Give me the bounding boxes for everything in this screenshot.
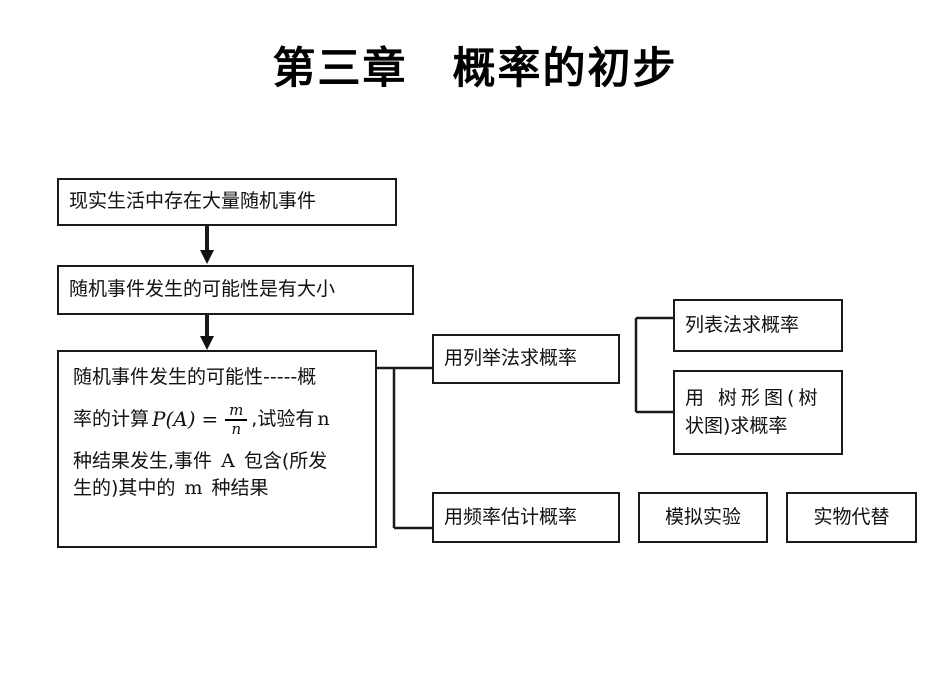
formula-numerator: m <box>229 400 244 419</box>
node-tree-diagram-method[interactable]: 用 树形图(树 状图)求概率 <box>673 370 843 455</box>
formula-equals: = <box>201 407 219 432</box>
arrowhead-1 <box>200 250 214 264</box>
node-label: 随机事件发生的可能性是有大小 <box>69 278 336 301</box>
fraction-bar <box>225 418 248 421</box>
node-simulation-experiment[interactable]: 模拟实验 <box>638 492 768 543</box>
node-table-method[interactable]: 列表法求概率 <box>673 299 843 352</box>
formula-m: m <box>184 477 203 500</box>
node-label-line-2: 状图)求概率 <box>685 414 788 437</box>
node-physical-substitute[interactable]: 实物代替 <box>786 492 917 543</box>
formula-event-a: A <box>221 449 235 472</box>
formula-line-1: 随机事件发生的可能性-----概 <box>73 366 317 388</box>
node-label-multiline: 用 树形图(树 状图)求概率 <box>685 385 831 440</box>
node-label: 模拟实验 <box>664 505 741 528</box>
formula-suffix: ,试验有 <box>251 407 315 430</box>
node-label-line-1: 用 树形图(树 <box>685 386 822 409</box>
node-frequency-estimation[interactable]: 用频率估计概率 <box>432 492 620 543</box>
formula-denominator: n <box>231 419 242 438</box>
formula-line3-prefix: 种结果发生,事件 <box>73 449 213 472</box>
page-title: 第三章 概率的初步 <box>272 44 678 94</box>
formula-line-4: 生的)其中的 m 种结果 <box>73 475 363 503</box>
arrowhead-2 <box>200 336 214 350</box>
formula-n: n <box>317 407 330 430</box>
formula-line-3: 种结果发生,事件 A 包含(所发 <box>73 448 363 476</box>
node-label: 实物代替 <box>813 505 890 528</box>
node-label: 列表法求概率 <box>685 313 800 336</box>
node-label: 用列举法求概率 <box>444 347 578 370</box>
formula-line-2: 率的计算 P(A) = m n ,试验有 n <box>73 402 363 438</box>
formula-prefix: 率的计算 <box>73 407 150 430</box>
formula-fraction: m n <box>225 400 248 438</box>
node-label: 用频率估计概率 <box>444 505 578 528</box>
formula-line3-suffix: 包含(所发 <box>243 449 328 472</box>
node-enumeration-method[interactable]: 用列举法求概率 <box>432 334 620 384</box>
node-probability-formula[interactable]: 随机事件发生的可能性-----概 率的计算 P(A) = m n ,试验有 n … <box>57 350 377 548</box>
formula-pa: P(A) <box>152 407 196 432</box>
formula-line4-suffix: 种结果 <box>211 477 269 500</box>
node-event-likelihood[interactable]: 随机事件发生的可能性是有大小 <box>57 265 414 315</box>
node-label: 现实生活中存在大量随机事件 <box>69 190 317 213</box>
formula-line4-prefix: 生的)其中的 <box>73 477 176 500</box>
node-real-life-random-events[interactable]: 现实生活中存在大量随机事件 <box>57 178 397 226</box>
